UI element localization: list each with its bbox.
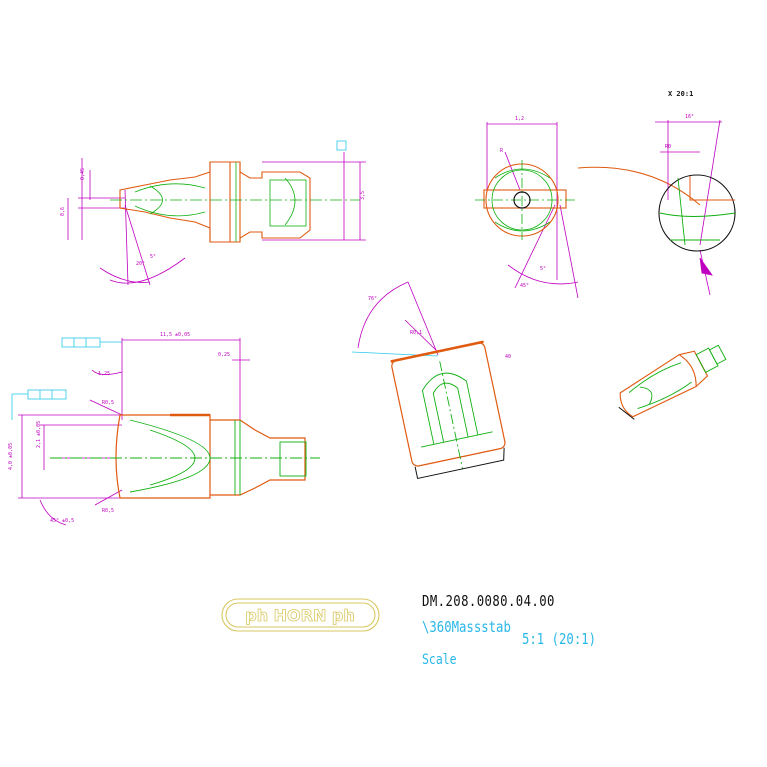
detail-view-x: 16° R0 [577,114,736,296]
horn-logo: ph HORN ph [221,598,380,632]
detail-label: X 20:1 [668,90,694,98]
front-view: 1,2 5° 45° R [475,116,579,299]
svg-text:45°: 45° [520,283,529,289]
scale-value: 5:1 (20:1) [522,630,597,648]
svg-text:1,25: 1,25 [98,371,110,377]
isometric-view [618,344,727,420]
svg-text:0,25: 0,25 [218,352,230,358]
scale-caption: Scale [422,652,457,668]
svg-text:1,2: 1,2 [515,116,524,122]
svg-text:4,0 ±0,05: 4,0 ±0,05 [8,443,14,470]
side-view-bottom: 11,5 ±0,05 0,25 1,25 R0,5 R0,5 4,0 ±0,05… [8,332,320,526]
svg-text:R0,5: R0,5 [102,508,114,514]
drawing-number: DM.208.0080.04.00 [422,592,555,610]
svg-text:R0,1: R0,1 [410,330,422,336]
svg-text:76°: 76° [368,296,377,302]
scale-label: \360Massstab [422,618,511,636]
svg-text:40: 40 [505,354,511,360]
svg-text:5°: 5° [540,266,546,272]
svg-text:0,6: 0,6 [60,207,66,216]
svg-text:2,1 ±0,05: 2,1 ±0,05 [36,421,42,448]
svg-text:3,5: 3,5 [360,191,366,200]
svg-text:0,45: 0,45 [80,168,86,180]
svg-text:16°: 16° [685,114,694,120]
svg-text:R0: R0 [665,144,671,150]
svg-text:11,5 ±0,05: 11,5 ±0,05 [160,332,190,338]
svg-text:R0,5: R0,5 [102,400,114,406]
svg-text:45° ±0,5: 45° ±0,5 [50,518,74,524]
side-view-top: 0,45 0,6 20° 5° 3,5 [60,140,366,286]
rotated-view: 76° R0,1 40 [351,281,511,480]
svg-text:R: R [500,148,504,154]
svg-text:20°: 20° [136,261,145,267]
logo-text: ph HORN ph [245,606,355,625]
svg-text:5°: 5° [150,254,156,260]
